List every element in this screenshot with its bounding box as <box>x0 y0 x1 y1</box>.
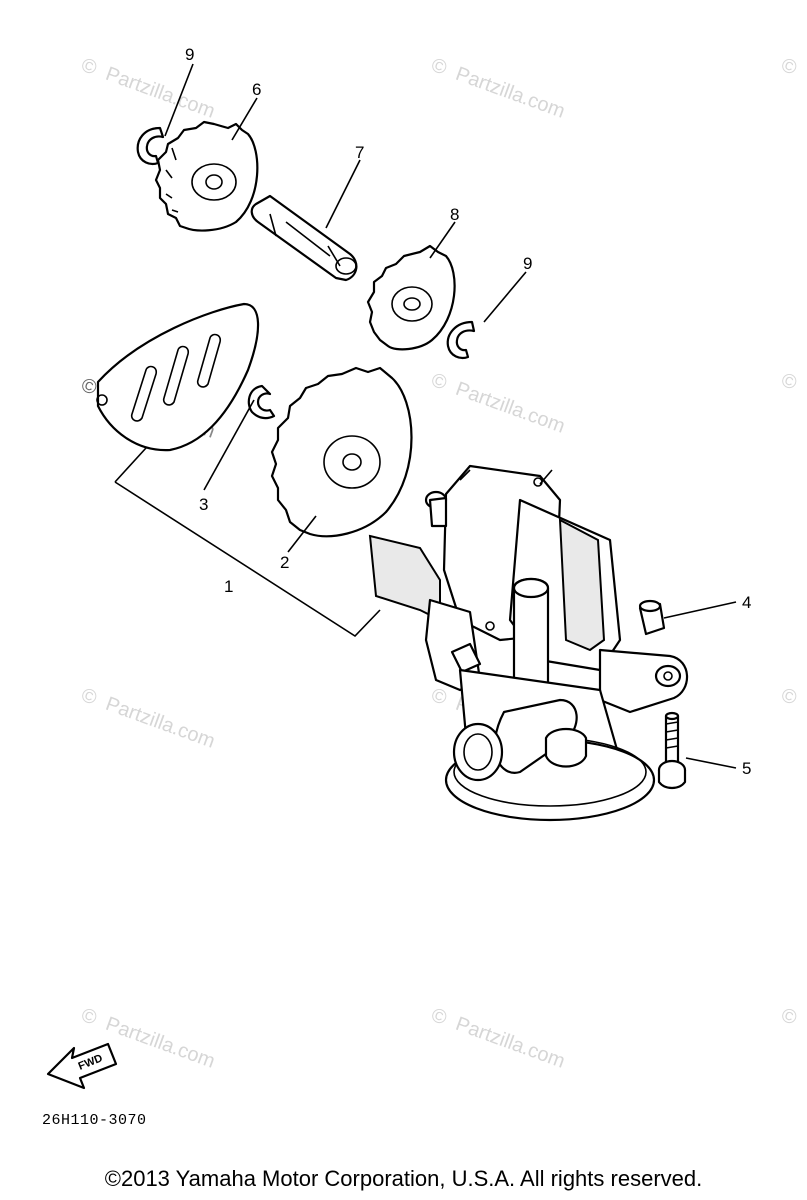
watermark: © <box>778 684 800 710</box>
callout-9-upper: 9 <box>185 45 194 64</box>
callout-3: 3 <box>199 495 208 514</box>
part-9-circlip-upper[interactable] <box>136 126 165 166</box>
part-8-gear-lower[interactable] <box>366 244 456 351</box>
part-3-circlip[interactable] <box>247 384 276 420</box>
svg-text:Partzilla.com: Partzilla.com <box>103 63 218 123</box>
watermark: © Partzilla.com <box>428 54 568 123</box>
copyright-notice: ©2013 Yamaha Motor Corporation, U.S.A. A… <box>104 1166 703 1191</box>
watermark: © <box>778 54 800 80</box>
svg-text:©: © <box>778 684 800 710</box>
svg-text:Partzilla.com: Partzilla.com <box>103 693 218 753</box>
callout-5: 5 <box>742 759 751 778</box>
svg-text:©: © <box>428 684 450 710</box>
watermark: © <box>778 1004 800 1030</box>
part-9-circlip-lower[interactable] <box>446 320 476 360</box>
watermark: © Partzilla.com <box>428 1004 568 1073</box>
svg-text:©: © <box>78 684 100 710</box>
part-4-nut[interactable] <box>638 599 666 636</box>
svg-text:©: © <box>428 369 450 395</box>
svg-text:©: © <box>778 369 800 395</box>
svg-text:Partzilla.com: Partzilla.com <box>453 378 568 438</box>
watermark: © <box>778 369 800 395</box>
watermark: © Partzilla.com <box>428 369 568 438</box>
part-6-gear-upper[interactable] <box>154 120 259 232</box>
callout-4: 4 <box>742 593 751 612</box>
part-2-large-gear[interactable] <box>270 366 413 538</box>
svg-text:©: © <box>428 54 450 80</box>
fwd-arrow-icon: FWD <box>46 1042 118 1090</box>
svg-text:©: © <box>78 1004 100 1030</box>
svg-text:©: © <box>78 54 100 80</box>
svg-text:Partzilla.com: Partzilla.com <box>103 1013 218 1073</box>
watermark: © Partzilla.com <box>78 54 218 123</box>
svg-text:Partzilla.com: Partzilla.com <box>453 63 568 123</box>
callout-7: 7 <box>355 143 364 162</box>
callout-9-lower: 9 <box>523 254 532 273</box>
callout-1: 1 <box>224 577 233 596</box>
part-7-shaft[interactable] <box>250 194 358 282</box>
diagram-part-code: 26H110-3070 <box>42 1112 147 1129</box>
callout-6: 6 <box>252 80 261 99</box>
callout-2: 2 <box>280 553 289 572</box>
part-5-bolt[interactable] <box>657 711 687 790</box>
watermark: © Partzilla.com <box>78 684 218 753</box>
oil-pump-body[interactable] <box>368 464 689 822</box>
svg-text:©: © <box>78 374 100 400</box>
svg-text:Partzilla.com: Partzilla.com <box>453 1013 568 1073</box>
svg-text:©: © <box>428 1004 450 1030</box>
callout-8: 8 <box>450 205 459 224</box>
svg-text:©: © <box>778 54 800 80</box>
pump-cover-plate[interactable] <box>96 302 260 452</box>
leader-lines <box>114 63 737 769</box>
svg-text:©: © <box>778 1004 800 1030</box>
